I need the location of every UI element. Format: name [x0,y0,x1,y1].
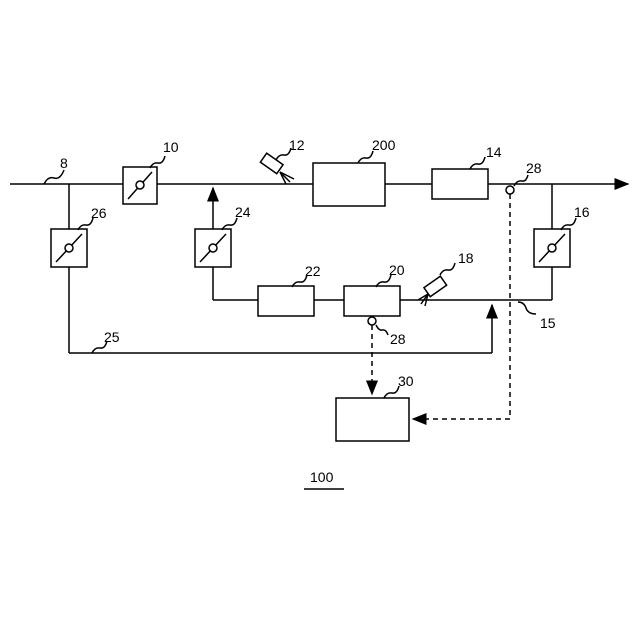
leader-28-branch [376,325,388,335]
label-16: 16 [574,204,590,220]
valve-26 [51,229,87,267]
unit-block-20 [344,286,400,316]
leader-15 [518,302,536,314]
sensor-28-main [506,186,514,194]
leader-18 [440,263,455,275]
controller-block-30 [336,398,409,441]
label-26: 26 [91,205,107,221]
label-22: 22 [305,263,321,279]
injector-18 [418,276,447,306]
label-28-main: 28 [526,160,542,176]
label-200: 200 [372,137,396,153]
leader-10 [150,156,165,168]
unit-block-22 [258,286,314,316]
leader-14 [470,157,485,169]
label-12: 12 [289,137,305,153]
leader-200 [358,151,373,163]
label-30: 30 [398,373,414,389]
leader-30 [384,386,399,398]
label-8: 8 [60,155,68,171]
label-100: 100 [310,469,334,485]
label-18: 18 [458,250,474,266]
valve-16 [534,229,570,267]
label-28-branch: 28 [390,331,406,347]
label-14: 14 [486,144,502,160]
unit-block-14 [432,169,488,199]
engine-block-200 [313,163,385,206]
label-15: 15 [540,315,556,331]
label-24: 24 [235,204,251,220]
leader-8 [44,170,64,184]
label-25: 25 [104,329,120,345]
valve-24 [195,229,231,267]
valve-10 [123,167,157,204]
label-10: 10 [163,139,179,155]
label-20: 20 [389,262,405,278]
sensor-28-branch [368,317,376,325]
